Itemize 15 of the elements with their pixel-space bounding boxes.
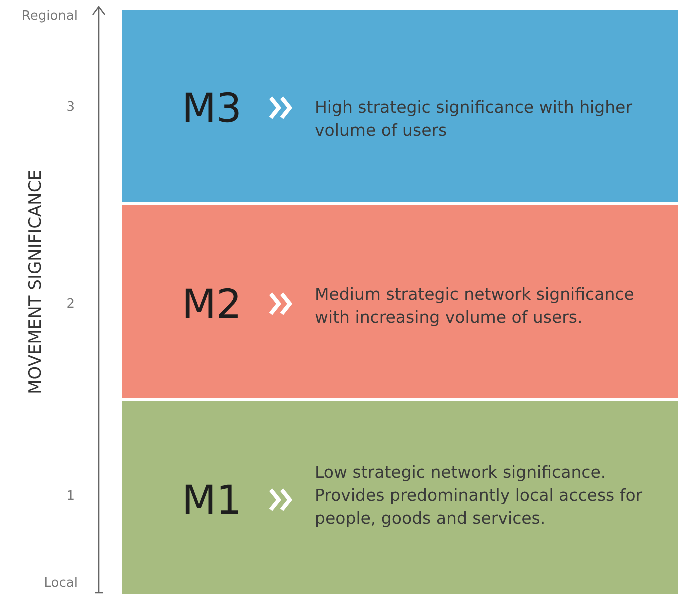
axis-end-label: Regional: [22, 9, 78, 24]
level-band: [122, 401, 678, 594]
level-description: Low strategic network significance. Provides predominantly local access for people, goods and services.: [315, 462, 644, 530]
level-description: High strategic significance with higher volume of users: [315, 97, 634, 142]
level-description: Medium strategic network significance with increasing volume of users.: [315, 284, 636, 329]
tick-label: 3: [66, 100, 75, 115]
level-code: M1: [182, 480, 242, 520]
tick-label: 1: [66, 489, 75, 504]
level-band: [122, 10, 678, 202]
axis-end-label: Local: [44, 576, 78, 591]
level-code: M3: [182, 89, 242, 129]
tick-label: 2: [66, 297, 75, 312]
axis-title: MOVEMENT SIGNIFICANCE: [26, 170, 46, 394]
level-code: M2: [182, 284, 242, 324]
level-band: [122, 205, 678, 398]
